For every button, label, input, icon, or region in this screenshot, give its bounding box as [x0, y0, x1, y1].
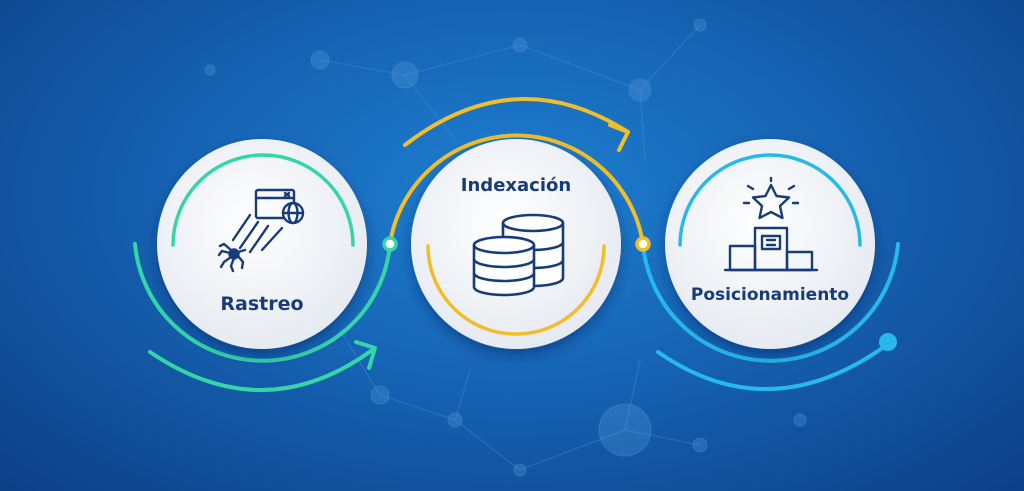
- spider-crawler-icon: [217, 188, 305, 273]
- posicionamiento-bottom-arc: [656, 342, 890, 392]
- posicionamiento-outer-arc: [641, 242, 900, 363]
- rastreo-inner-arc: [171, 153, 355, 247]
- podium-star-icon: [723, 176, 819, 272]
- database-stack-icon: [472, 213, 565, 297]
- connector-node: [635, 236, 651, 252]
- rastreo-bottom-arc: [148, 346, 377, 392]
- indexacion-inner-arc: [426, 244, 606, 336]
- network-background: [204, 18, 807, 477]
- posicionamiento-inner-arc: [678, 153, 862, 247]
- end-dot: [879, 333, 897, 351]
- indexacion-top-arc: [403, 97, 630, 147]
- posicionamiento-label: Posicionamiento: [691, 285, 849, 305]
- rastreo-outer-arc: [133, 242, 392, 363]
- indexacion-outer-arc: [388, 133, 645, 246]
- indexacion-label: Indexación: [461, 175, 571, 196]
- rastreo-label: Rastreo: [220, 293, 303, 315]
- arrow-head-icon: [354, 340, 377, 370]
- connector-node: [382, 236, 398, 252]
- arrow-head-icon: [608, 123, 630, 152]
- rastreo-circle: [157, 139, 367, 349]
